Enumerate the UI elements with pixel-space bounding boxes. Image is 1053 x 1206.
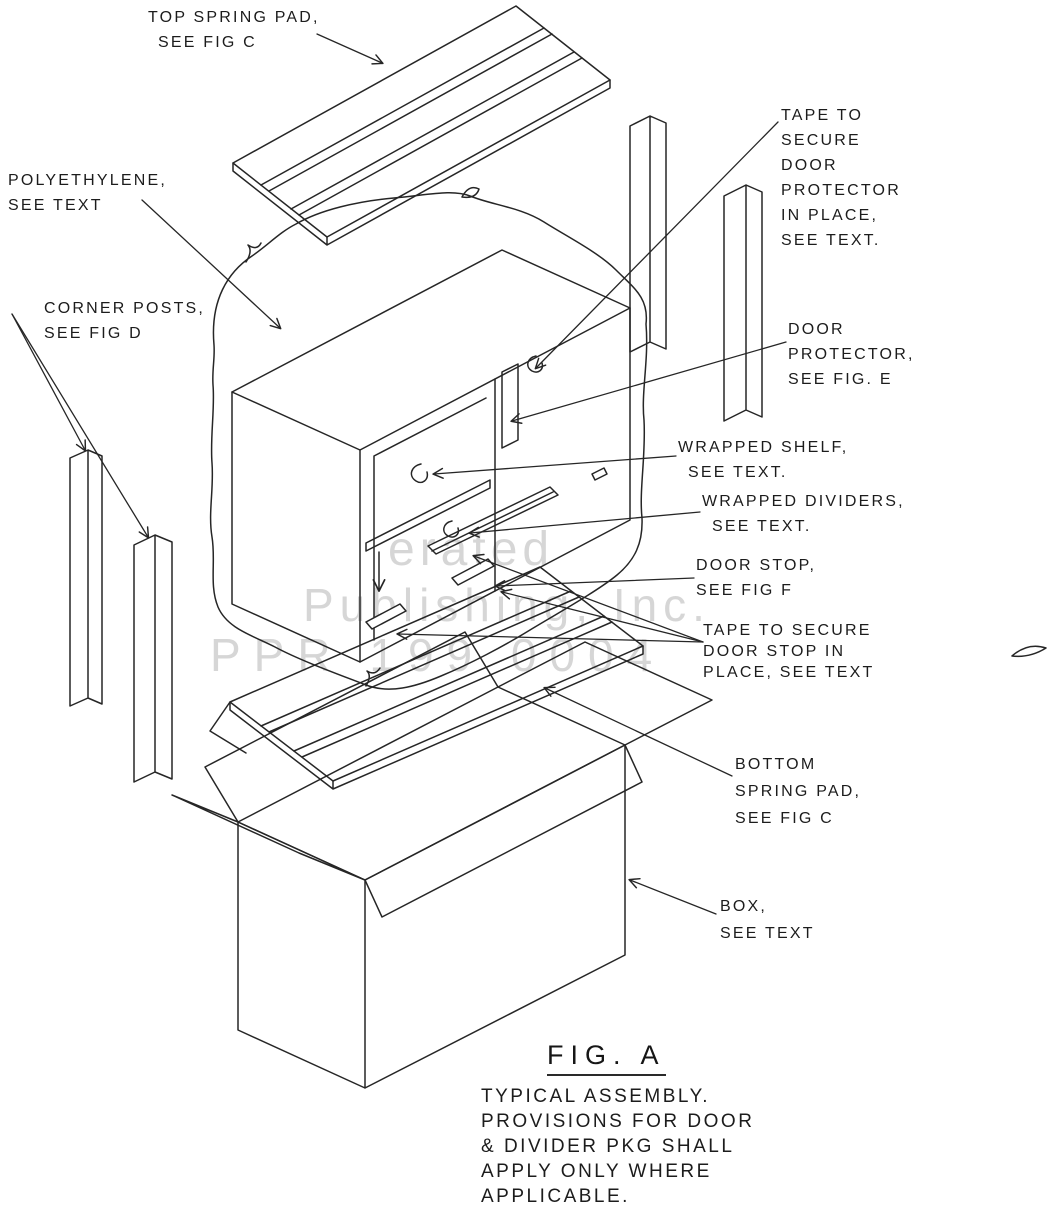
label-text: PLACE, SEE TEXT	[703, 664, 875, 681]
figure-caption: TYPICAL ASSEMBLY. PROVISIONS FOR DOOR & …	[481, 1084, 754, 1206]
label-text: DOOR STOP IN	[703, 643, 846, 660]
label-text: IN PLACE,	[781, 207, 879, 224]
cabinet-top-face	[231, 249, 631, 393]
box-flap-back	[204, 631, 499, 823]
cabinet-left-face	[231, 391, 361, 663]
label-wrapped-dividers: WRAPPED DIVIDERS, SEE TEXT.	[702, 489, 905, 539]
leader-wrapped-dividers	[468, 511, 701, 538]
label-text: SEE FIG. E	[788, 371, 893, 388]
cabinet	[231, 249, 631, 663]
label-text: PROTECTOR	[781, 182, 901, 199]
label-text: PROTECTOR,	[788, 346, 915, 363]
leader-corner-posts-1	[11, 313, 87, 452]
leader-door-protector	[510, 341, 787, 424]
label-text: TOP SPRING PAD,	[148, 9, 320, 26]
cabinet-front-face	[359, 307, 631, 663]
watermark-line: PPR 199 0004	[210, 629, 666, 681]
figure-title: FIG. A	[547, 1040, 666, 1076]
label-corner-posts: CORNER POSTS, SEE FIG D	[44, 296, 205, 346]
top-pad-slats	[260, 27, 583, 216]
leader-bottom-spring-pad	[543, 686, 733, 777]
label-text: SECURE	[781, 132, 861, 149]
label-door-protector: DOOR PROTECTOR, SEE FIG. E	[788, 317, 915, 392]
box-flap-left	[171, 794, 366, 881]
leader-door-stop	[494, 577, 695, 592]
stray-pen-mark	[1011, 645, 1047, 658]
label-top-spring-pad: TOP SPRING PAD, SEE FIG C	[148, 5, 320, 55]
label-text: WRAPPED DIVIDERS,	[702, 493, 905, 510]
bottom-pad-outline	[229, 566, 644, 782]
door-protector-strip	[501, 363, 519, 449]
label-door-stop: DOOR STOP, SEE FIG F	[696, 553, 816, 603]
caption-line: TYPICAL ASSEMBLY.	[481, 1086, 711, 1107]
door-handle	[591, 467, 608, 481]
polyethylene-wrap	[209, 186, 648, 690]
label-text: DOOR STOP,	[696, 557, 817, 574]
top-pad-thickness	[232, 79, 611, 246]
label-text: BOTTOM	[735, 756, 817, 773]
top-spring-pad	[232, 5, 611, 246]
bottom-pad-thickness	[209, 645, 644, 790]
door-stop-blocks	[365, 558, 495, 630]
label-text: SEE FIG C	[158, 34, 257, 51]
wrapped-shelf	[365, 479, 491, 552]
caption-line: APPLY ONLY WHERE	[481, 1161, 712, 1182]
label-text: DOOR	[788, 321, 845, 338]
box-flap-right	[497, 641, 713, 746]
leader-corner-posts-2	[11, 313, 150, 539]
label-text: SEE FIG C	[735, 810, 834, 827]
leader-box	[628, 877, 717, 915]
label-wrapped-shelf: WRAPPED SHELF, SEE TEXT.	[678, 435, 848, 485]
leader-wrapped-shelf	[432, 455, 677, 479]
label-text: SEE TEXT	[8, 197, 103, 214]
label-text: WRAPPED SHELF,	[678, 439, 849, 456]
label-text: SPRING PAD,	[735, 783, 862, 800]
label-text: SEE TEXT.	[781, 232, 881, 249]
label-text: SEE FIG D	[44, 325, 143, 342]
label-tape-door-stop: TAPE TO SECURE DOOR STOP IN PLACE, SEE T…	[703, 620, 874, 683]
bottom-spring-pad	[209, 566, 644, 790]
label-text: POLYETHYLENE,	[8, 172, 168, 189]
leader-tape-door-protector	[534, 121, 779, 370]
leader-tape-door-stop-1	[396, 628, 704, 643]
corner-post-left-a	[69, 449, 103, 707]
box-flap-front	[364, 744, 643, 918]
wrap-gathers	[245, 186, 480, 687]
caption-line: PROVISIONS FOR DOOR	[481, 1111, 755, 1132]
label-box: BOX, SEE TEXT	[720, 893, 815, 947]
bottom-pad-slats	[260, 590, 613, 758]
cabinet-opening	[373, 397, 487, 641]
label-text: TAPE TO	[781, 107, 864, 124]
shipping-box	[171, 631, 713, 1089]
label-text: SEE TEXT.	[712, 518, 812, 535]
leader-top-spring-pad	[316, 33, 384, 65]
label-text: SEE TEXT.	[688, 464, 788, 481]
label-bottom-spring-pad: BOTTOM SPRING PAD, SEE FIG C	[735, 751, 861, 832]
leader-tape-door-stop-2	[472, 553, 704, 643]
box-body	[237, 744, 626, 1089]
label-text: SEE FIG F	[696, 582, 794, 599]
corner-post-left-b	[133, 534, 173, 783]
label-tape-door-protector: TAPE TO SECURE DOOR PROTECTOR IN PLACE, …	[781, 103, 901, 253]
wrapped-dividers-bundle	[427, 486, 559, 555]
wrap-outline	[209, 191, 648, 690]
corner-posts	[69, 115, 763, 783]
corner-post-right-b	[723, 184, 763, 422]
leader-lines	[11, 33, 787, 915]
caption-line: & DIVIDER PKG SHALL	[481, 1136, 735, 1157]
caption-line: APPLICABLE.	[481, 1186, 630, 1206]
label-text: CORNER POSTS,	[44, 300, 206, 317]
corner-post-right-a	[629, 115, 667, 353]
label-polyethylene: POLYETHYLENE, SEE TEXT	[8, 168, 167, 218]
label-text: SEE TEXT	[720, 925, 815, 942]
label-text: BOX,	[720, 898, 768, 915]
label-text: TAPE TO SECURE	[703, 622, 872, 639]
label-text: DOOR	[781, 157, 838, 174]
leader-tape-door-stop-3	[500, 588, 704, 643]
leader-polyethylene	[141, 199, 282, 330]
